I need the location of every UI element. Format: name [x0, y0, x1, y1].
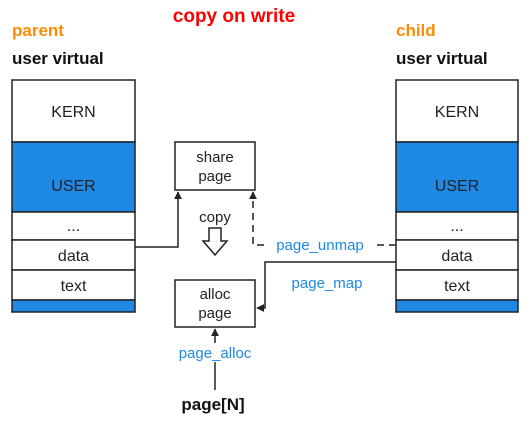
parent-text-label: text	[61, 278, 87, 295]
diagram-title: copy on write	[173, 6, 295, 27]
page-unmap-label-bg	[264, 236, 376, 255]
share-page-line1: share	[196, 149, 234, 166]
child-ellipsis-segment	[395, 211, 519, 241]
child-heading: user virtual	[396, 49, 488, 68]
child-user-segment	[395, 141, 519, 213]
copy-label: copy	[199, 209, 231, 226]
child-user-label: USER	[435, 178, 479, 195]
copy-arrow-icon	[201, 227, 229, 257]
parent-text-segment	[11, 269, 136, 301]
child-bottom-band	[395, 299, 519, 313]
parent-role-label: parent	[12, 21, 64, 40]
parent-ellipsis-segment	[11, 211, 136, 241]
child-kern-label: KERN	[435, 104, 479, 121]
alloc-page-box: alloc page	[174, 279, 256, 328]
child-text-segment	[395, 269, 519, 301]
page-map-arrow	[256, 261, 396, 312]
child-text-label: text	[444, 278, 470, 295]
page-alloc-label: page_alloc	[179, 345, 252, 362]
parent-data-to-share-arrow	[135, 191, 182, 248]
child-ellipsis-label: ...	[450, 218, 463, 235]
page-map-label-bg	[283, 273, 371, 292]
share-page-line2: page	[198, 168, 231, 185]
parent-kern-label: KERN	[51, 104, 95, 121]
page-map-label: page_map	[292, 275, 363, 292]
parent-user-segment	[11, 141, 136, 213]
page-alloc-label-bg	[172, 343, 258, 362]
parent-memory-stack: KERN USER ... data text	[11, 79, 136, 313]
child-memory-stack: KERN USER ... data text	[395, 79, 519, 313]
alloc-page-line1: alloc	[200, 286, 231, 303]
parent-heading: user virtual	[12, 49, 104, 68]
page-source-label: page[N]	[181, 395, 244, 414]
child-role-label: child	[396, 21, 436, 40]
parent-kern-segment	[11, 79, 136, 143]
parent-bottom-band	[11, 299, 136, 313]
share-page-box: share page	[174, 141, 256, 191]
child-data-label: data	[441, 248, 472, 265]
page-unmap-label: page_unmap	[276, 237, 364, 254]
parent-data-label: data	[58, 248, 89, 265]
parent-user-label: USER	[51, 178, 95, 195]
alloc-page-line2: page	[198, 305, 231, 322]
parent-ellipsis-label: ...	[67, 218, 80, 235]
